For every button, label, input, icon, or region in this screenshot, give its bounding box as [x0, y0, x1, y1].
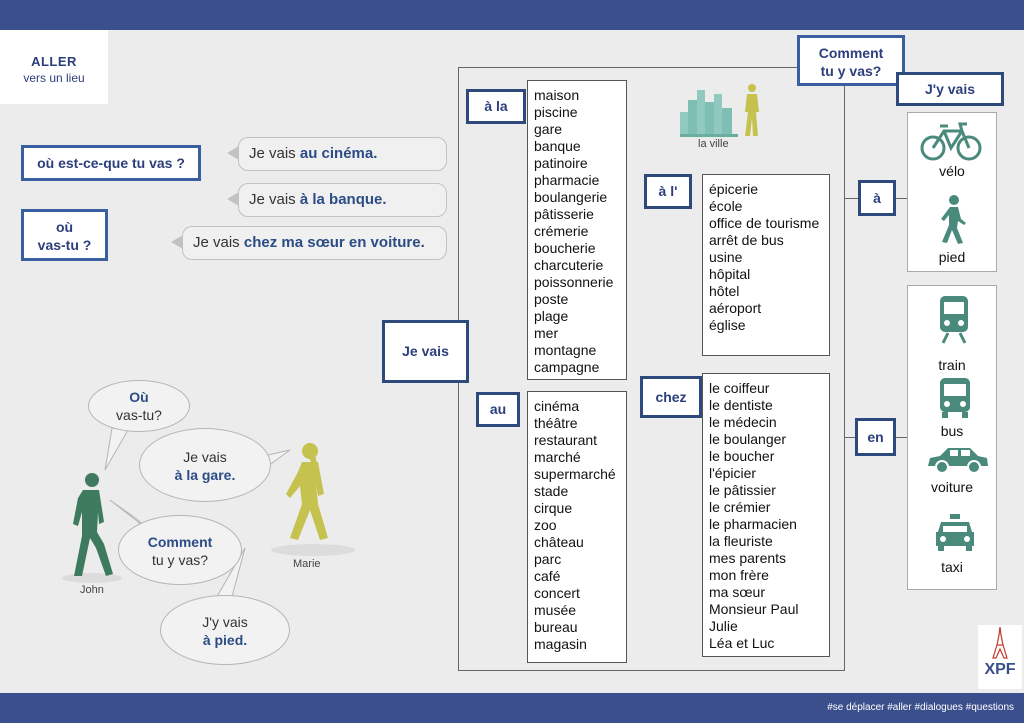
je-vais-label: Je vais [382, 320, 469, 383]
connector-en-right [896, 437, 907, 438]
eiffel-tower-icon [992, 627, 1008, 659]
label-a-la: à la [466, 89, 526, 124]
taxi-icon [936, 514, 974, 551]
bicycle-icon [920, 122, 982, 161]
transport-panel-en: train bus voiture taxi [907, 285, 997, 590]
answer-bubble-chez: Je vais chez ma sœur en voiture. [182, 226, 447, 260]
walking-person-icon [941, 195, 966, 244]
logo-text: XPF [984, 661, 1016, 678]
train-icon [940, 296, 968, 344]
speech-bubble-jy-vais: J'y vais à pied. [160, 595, 290, 665]
label-en-transport: en [855, 418, 896, 456]
xpf-logo: XPF [978, 625, 1022, 689]
transport-label-train: train [938, 357, 966, 373]
label-au: au [476, 392, 520, 427]
city-icon [680, 84, 759, 137]
connector-en [845, 437, 858, 438]
speech-bubble-comment: Comment tu y vas? [118, 515, 242, 585]
transport-label-taxi: taxi [941, 559, 963, 575]
question-ou-est-ce-que: où est-ce-que tu vas ? [21, 145, 201, 181]
bottom-bar [0, 693, 1024, 723]
answer-bubble-cinema: Je vais au cinéma. [238, 137, 447, 171]
city-caption: la ville [698, 138, 729, 150]
footer-tags: #se déplacer #aller #dialogues #question… [827, 702, 1014, 713]
transport-label-velo: vélo [939, 163, 965, 179]
name-john: John [80, 584, 104, 596]
bubble-tail [227, 146, 239, 160]
speech-bubble-je-vais-gare: Je vais à la gare. [139, 428, 271, 502]
transport-label-voiture: voiture [930, 479, 974, 495]
jy-vais-label: J'y vais [896, 72, 1004, 106]
bubble-tail [171, 235, 183, 249]
question-comment-tu-y-vas: Comment tu y vas? [797, 35, 905, 86]
label-a-l: à l' [644, 174, 692, 209]
transport-label-pied: pied [938, 249, 966, 265]
word-list-a-la: maison piscine gare banque patinoire pha… [527, 80, 627, 380]
speech-bubble-ou-vas-tu: Où vas-tu? [88, 380, 190, 432]
title-box: ALLER vers un lieu [0, 30, 108, 104]
person-john-icon [73, 473, 113, 576]
page-title: ALLER [31, 54, 77, 69]
bubble-tail [227, 192, 239, 206]
question-ou-vas-tu: où vas-tu ? [21, 209, 108, 261]
name-marie: Marie [293, 558, 321, 570]
person-marie-icon [286, 443, 328, 540]
word-list-chez: le coiffeur le dentiste le médecin le bo… [702, 373, 830, 657]
connector-a [845, 198, 858, 199]
label-a-transport: à [858, 180, 896, 216]
word-list-au: cinéma théâtre restaurant marché superma… [527, 391, 627, 663]
label-chez: chez [640, 376, 702, 418]
word-list-a-l: épicerie école office de tourisme arrêt … [702, 174, 830, 356]
transport-panel-a: vélo pied [907, 112, 997, 272]
transport-label-bus: bus [940, 423, 964, 439]
car-icon [928, 448, 988, 474]
connector-a-right [896, 198, 907, 199]
answer-bubble-banque: Je vais à la banque. [238, 183, 447, 217]
bus-icon [940, 378, 970, 418]
top-bar [0, 0, 1024, 30]
page-subtitle: vers un lieu [23, 71, 85, 85]
